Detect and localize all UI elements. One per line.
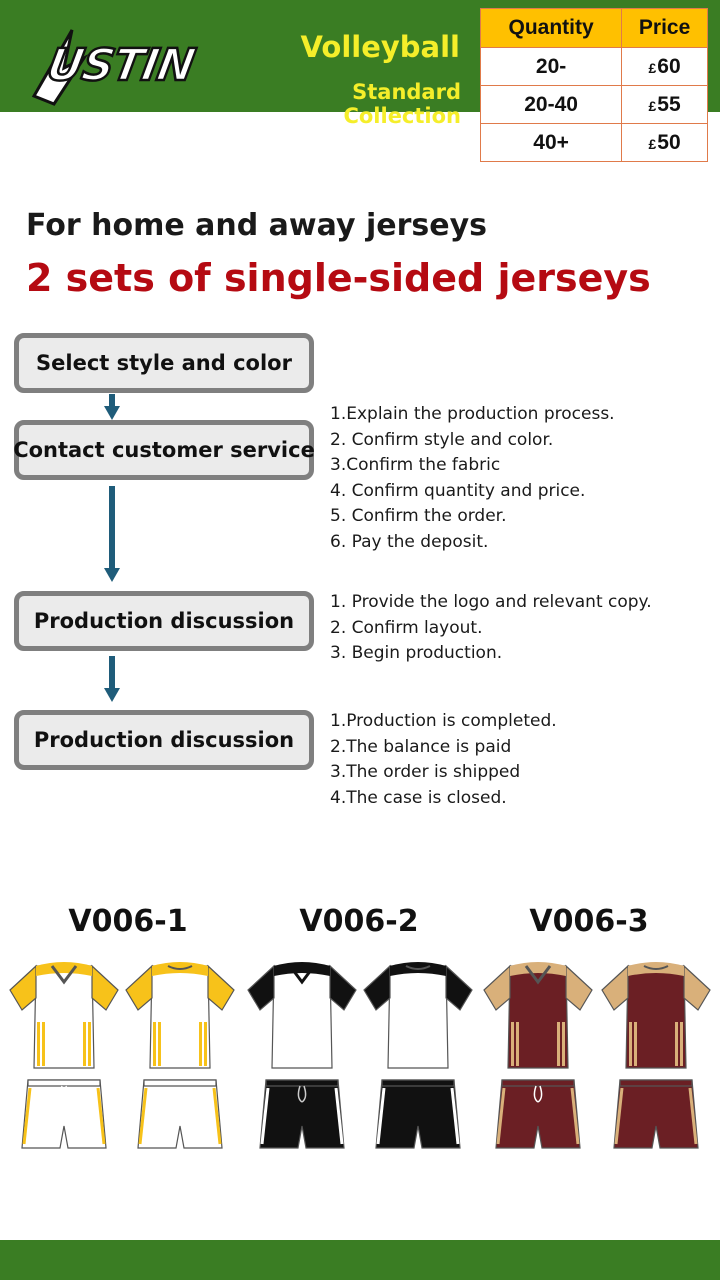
list-item: 6. Pay the deposit. [330, 531, 489, 552]
svg-text:USTIN: USTIN [43, 40, 198, 91]
contact-service-notes: 1.Explain the production process. 2. Con… [330, 402, 615, 556]
product-title: Volleyball [300, 30, 460, 64]
jersey-back-icon [601, 962, 711, 1149]
list-item: 4.The case is closed. [330, 787, 507, 808]
list-item: 2. Confirm layout. [330, 617, 483, 638]
step-select-style: Select style and color [14, 333, 314, 393]
list-item: 4. Confirm quantity and price. [330, 480, 586, 501]
step-production-completed: Production discussion [14, 710, 314, 770]
table-row: 20- £60 [479, 47, 708, 86]
down-arrow-icon [104, 656, 120, 704]
list-item: 1. Provide the logo and relevant copy. [330, 592, 652, 612]
price-value: 55 [657, 92, 681, 116]
list-item: 3.Confirm the fabric [330, 455, 501, 476]
austin-logo: USTIN [31, 29, 200, 106]
completion-notes: 1.Production is completed. 2.The balance… [330, 709, 557, 811]
currency-symbol: £ [648, 59, 657, 76]
intro-highlight: 2 sets of single-sided jerseys [26, 256, 651, 300]
jersey-front-icon [247, 962, 357, 1149]
list-item: 1.Explain the production process. [330, 404, 615, 424]
model-label: V006-3 [529, 904, 649, 939]
list-item: 3.The order is shipped [330, 762, 521, 783]
price-cell: £50 [621, 123, 708, 162]
price-cell: £55 [621, 85, 708, 124]
price-value: 50 [657, 130, 681, 154]
jersey-back-icon [363, 962, 473, 1149]
jersey-front-icon [483, 962, 593, 1149]
footer-bar [0, 1240, 720, 1280]
price-table: Quantity Price 20- £60 20-40 £55 40+ £50 [479, 8, 708, 162]
quantity-cell: 20-40 [479, 85, 623, 124]
list-item: 2. Confirm style and color. [330, 429, 554, 450]
currency-symbol: £ [648, 97, 657, 114]
down-arrow-icon [104, 486, 120, 584]
jersey-front-icon [9, 962, 119, 1149]
table-row: 40+ £50 [479, 123, 708, 162]
production-discussion-notes: 1. Provide the logo and relevant copy. 2… [330, 590, 652, 667]
price-cell: £60 [621, 47, 708, 86]
list-item: 3. Begin production. [330, 643, 503, 664]
collection-subtitle: Standard Collection [343, 80, 461, 128]
jersey-back-icon [125, 962, 235, 1149]
quantity-cell: 40+ [479, 123, 623, 162]
list-item: 2.The balance is paid [330, 736, 512, 757]
down-arrow-icon [104, 394, 120, 420]
model-label: V006-1 [68, 904, 188, 939]
list-item: 5. Confirm the order. [330, 506, 507, 527]
price-value: 60 [657, 54, 681, 78]
table-row: 20-40 £55 [479, 85, 708, 124]
model-label: V006-2 [299, 904, 419, 939]
quantity-header: Quantity [479, 8, 623, 48]
step-production-discussion: Production discussion [14, 591, 314, 651]
currency-symbol: £ [648, 135, 657, 152]
quantity-cell: 20- [479, 47, 623, 86]
step-contact-service: Contact customer service [13, 420, 315, 480]
price-header: Price [621, 8, 708, 48]
intro-heading: For home and away jerseys [26, 208, 487, 243]
list-item: 1.Production is completed. [330, 711, 557, 731]
